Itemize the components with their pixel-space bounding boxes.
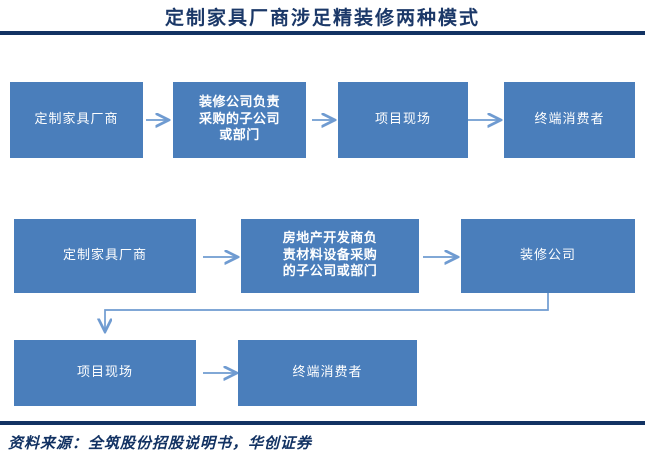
flow-node-end-consumer-1[interactable]: 终端消费者: [504, 82, 635, 158]
title-divider: [0, 31, 645, 35]
flow-node-decoration-company[interactable]: 装修公司: [461, 219, 635, 293]
flow-node-decoration-company-procurement-sub[interactable]: 装修公司负责 采购的子公司 或部门: [173, 82, 306, 158]
flow-node-end-consumer-2[interactable]: 终端消费者: [238, 340, 417, 406]
flowchart-canvas: 定制家具厂商 装修公司负责 采购的子公司 或部门 项目现场 终端消费者 定制家具…: [0, 38, 645, 420]
footer-divider: [0, 421, 645, 425]
source-note: 资料来源：全筑股份招股说明书，华创证券: [8, 434, 313, 452]
elbow-connector-icon: [105, 293, 549, 331]
flow-node-project-site-2[interactable]: 项目现场: [14, 340, 196, 406]
flow-node-project-site-1[interactable]: 项目现场: [338, 82, 468, 158]
flow-node-developer-material-procurement-sub[interactable]: 房地产开发商负 责材料设备采购 的子公司或部门: [241, 219, 419, 293]
flow-node-custom-furniture-maker-1[interactable]: 定制家具厂商: [10, 82, 143, 158]
flow-node-custom-furniture-maker-2[interactable]: 定制家具厂商: [14, 219, 196, 293]
page-title: 定制家具厂商涉足精装修两种模式: [164, 7, 480, 29]
